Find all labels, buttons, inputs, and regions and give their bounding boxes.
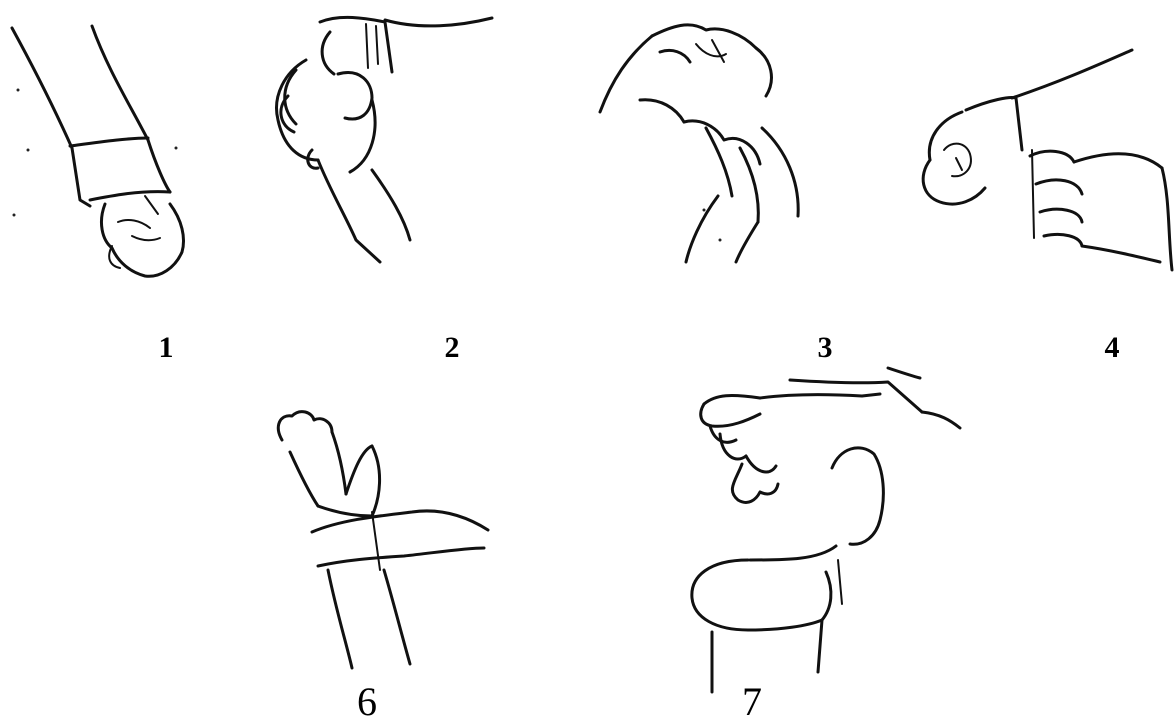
step-number: 6 xyxy=(357,679,377,718)
bare-fingers-under-cuff-icon xyxy=(278,412,488,668)
step-number: 2 xyxy=(445,331,460,364)
step-number: 7 xyxy=(742,679,762,718)
glove-pull-off-icon xyxy=(600,25,798,262)
glove-peel-icon xyxy=(277,17,492,262)
step-number: 3 xyxy=(818,331,833,364)
gloved-hand-cuff-icon xyxy=(12,26,184,276)
balled-glove-in-fist-icon xyxy=(923,50,1172,270)
glove-into-bin-icon xyxy=(692,368,960,692)
step-number: 4 xyxy=(1105,331,1120,364)
step-number: 1 xyxy=(159,331,174,364)
